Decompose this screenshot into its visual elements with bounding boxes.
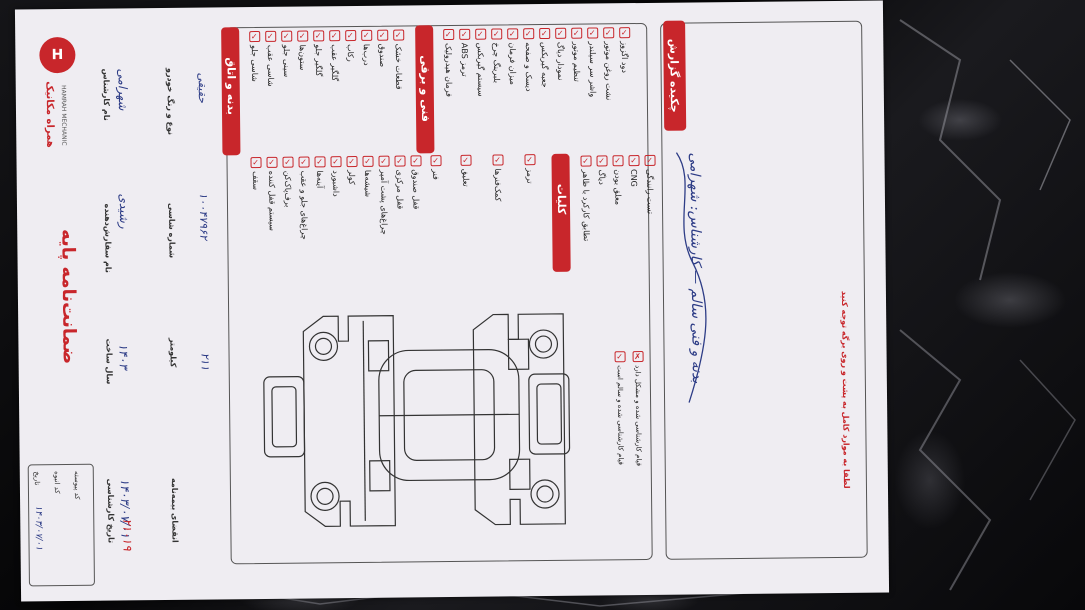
car-front-view [263,376,306,458]
car-side-top-view [302,315,396,527]
field-label-date: تاریخ کارشناسی [105,478,116,544]
car-rear-view [528,373,571,455]
check-item[interactable]: ✓CNG [627,155,640,187]
check-item[interactable]: ✓تطابق کارکرد با ظاهر [579,155,592,242]
field-label-chassis: شماره شاسی [166,202,177,259]
check-item[interactable]: ✓دیسک و صفحه [522,28,534,92]
check-item[interactable]: ✓معلق بودن [611,155,624,206]
stamp-code-label: کد انبوه [52,471,61,494]
car-top-view [367,338,531,492]
stamp-box: تاریخ ۱۴۰۳/۰۷/۰۱ کد انبوه کد پیوسته [27,463,95,587]
stamp-code-id-label: کد پیوسته [72,470,82,500]
form-title: ضمانت‌نامه پایه [57,228,80,365]
check-item[interactable]: ✓رکاب [344,29,356,62]
car-side-bottom-view [472,313,566,526]
field-value-year: ۱۴۰۳ [116,343,131,370]
check-item[interactable]: ✓برف‌پاک‌کن [281,156,294,208]
check-item[interactable]: ✓تست رانندگی [643,154,656,215]
section-title-general: کلیات [554,183,569,215]
summary-title: چکیده گزارش [667,38,682,113]
check-item[interactable]: ✓چراغ‌های پشت آمپر [377,155,390,235]
check-item[interactable]: ✓نمودار دیاگ [554,27,566,81]
section-band-technical: فنی و برقی [415,25,435,154]
car-damage-diagram [263,313,571,527]
check-item[interactable]: ✓ترمز [523,154,536,184]
field-value-insurance: ۲۱۰۱۹ [120,518,135,551]
check-item[interactable]: ✓فرمان هیدرولیک [442,28,454,98]
check-item[interactable]: ✓شاسی جلو [248,30,260,82]
check-item[interactable]: ✓کمک‌فنرها [491,154,504,202]
check-item[interactable]: ✓شاسی عقب [264,30,276,87]
check-item[interactable]: ✓ABS ترمز [458,28,470,77]
brand-logo-icon: H [39,36,76,74]
check-item[interactable]: ✓چراغ‌های جلو و عقب [297,156,310,240]
check-item[interactable]: ✓درب‌ها [360,29,372,66]
check-item[interactable]: ✓آینه‌ها [313,156,326,189]
check-item[interactable]: ✓دیاگ [595,155,608,185]
section-band-general: کلیات [551,153,571,272]
check-item[interactable]: ✓شیشه‌ها [361,155,374,198]
check-item[interactable]: ✓سینی جلو [280,30,292,78]
field-value-customer: رشیدی [116,193,132,229]
check-item[interactable]: ✓سیستم قفل کننده [265,156,278,231]
check-item[interactable]: ✓صندوق [376,29,388,68]
check-item[interactable]: ✓جعبه گیربکس [538,27,550,88]
section-title-body: بدنه و اتاق [224,57,239,116]
check-item[interactable]: ✓ستون‌ها [296,30,308,71]
check-item[interactable]: ✓نشت روغن موتور [602,27,614,101]
check-item[interactable]: ✓سقف [249,156,262,191]
check-item[interactable]: ✓گلگیر عقب [328,30,340,82]
field-label-year: سال ساخت [104,338,114,385]
check-item[interactable]: ✓فنر [429,155,442,180]
check-item[interactable]: ✓تعلیق [459,154,472,187]
check-item[interactable]: ✓تنظیم موتور [570,27,582,82]
legend-problem: ✗ قیام کارشناسی شده و مشکل دارد [632,351,644,467]
field-value-chassis: ۱۰۰۴۷۹۶۲ [196,192,211,240]
check-item[interactable]: ✓واشر سر سیلندر [586,27,598,98]
field-value-inspector: شهرامی [115,68,130,111]
field-label-car-type: نوع و رنگ خودرو [165,67,176,136]
field-label-km: کیلومتر [168,337,178,368]
check-item[interactable]: ✓بلبرینگ چرخ [490,28,502,84]
check-item[interactable]: ✓گلگیر جلو [312,30,324,77]
handwriting-scribble [675,152,707,403]
summary-band: چکیده گزارش [663,20,687,131]
field-label-inspector: نام کارشناس [101,68,112,121]
field-label-insurance: انقضای بیمه‌نامه [169,477,180,543]
check-item[interactable]: ✓قفل مرکزی [393,155,406,210]
section-band-body: بدنه و اتاق [221,27,241,156]
check-item[interactable]: ✓قطعات خشک [392,29,404,90]
section-title-technical: فنی و برقی [418,55,433,122]
legend-ok: ✓ قیام کارشناسی شده و سالم است [614,351,626,466]
field-label-customer: نام سفارش‌دهنده [102,203,113,273]
warranty-form-sheet: H همراه مکانیک HAMRAH MECHANIC ضمانت‌نام… [14,0,890,602]
field-value-km: ۲۱۱ [198,352,212,371]
field-value-car-type: حقیقی [195,72,209,104]
brand-name: همراه مکانیک [43,81,56,148]
check-item[interactable]: ✓سیستم گیربکس [474,28,486,97]
brand-latin: HAMRAH MECHANIC [59,85,68,146]
check-item[interactable]: ✓داشبورد [329,156,342,197]
check-item[interactable]: ✓قفل صندوق [409,155,422,210]
check-item[interactable]: ✓کولر [345,155,358,185]
stamp-date-value: ۱۴۰۳/۰۷/۰۱ [33,505,44,551]
stamp-date-label: تاریخ [32,471,41,486]
check-item[interactable]: ✓دود اگزوز [618,27,630,73]
check-item[interactable]: ✓میزان فرمان [506,28,518,85]
